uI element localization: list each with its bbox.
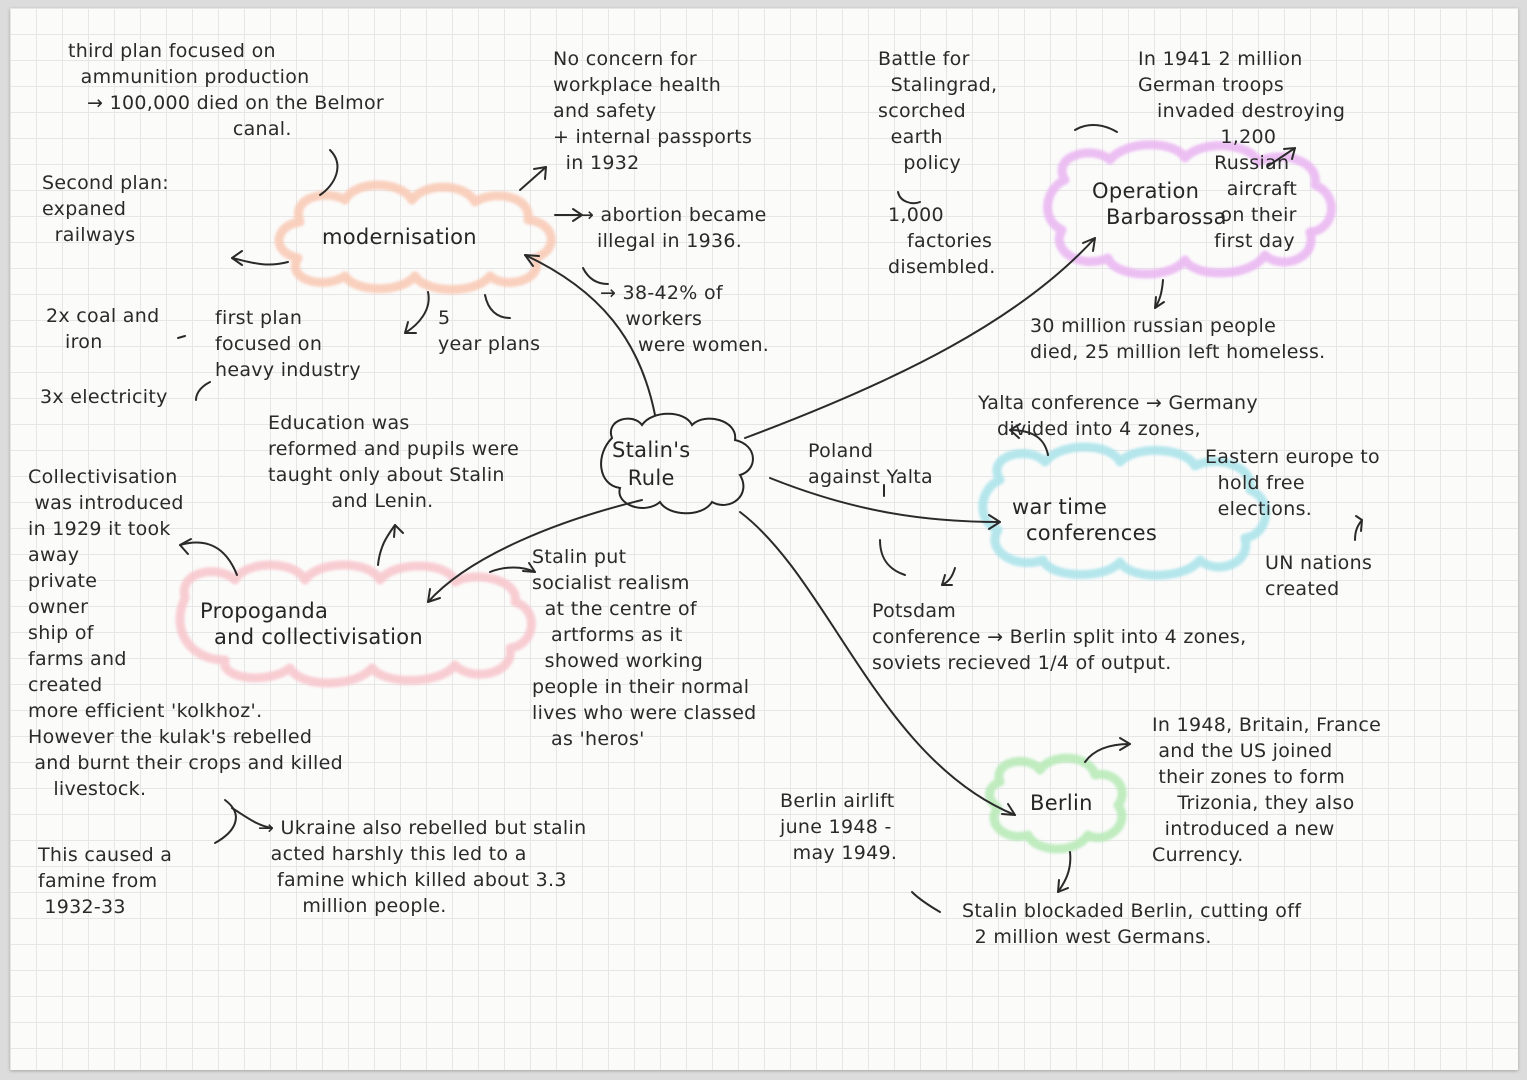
note-potsdam: Potsdam conference → Berlin split into 4…	[872, 600, 1247, 674]
note-abortion: → abortion became illegal in 1936.	[578, 204, 767, 252]
note-education: Education was reformed and pupils were t…	[268, 412, 520, 512]
note-first-plan: first plan focused on heavy industry	[215, 307, 361, 381]
branch-label-barbarossa: Operation Barbarossa	[1092, 179, 1227, 229]
barbarossa-cloud	[1043, 140, 1336, 279]
note-berlin-airlift: Berlin airlift june 1948 - may 1949.	[780, 790, 898, 864]
berlin-cloud	[985, 753, 1127, 854]
note-third-plan: third plan focused on ammunition product…	[68, 40, 384, 140]
note-collectivisation: Collectivisation was introduced in 1929 …	[28, 466, 343, 800]
note-workplace-safety: No concern for workplace health and safe…	[553, 48, 753, 174]
center-cloud	[600, 412, 754, 515]
note-coal-iron: 2x coal and iron	[46, 305, 160, 353]
note-second-plan: Second plan: expaned railways	[42, 172, 169, 246]
note-poland: Poland against Yalta	[808, 440, 933, 488]
note-invasion-1941: In 1941 2 million German troops invaded …	[1138, 48, 1346, 252]
conferences-cloud	[978, 442, 1271, 580]
note-famine-1932: This caused a famine from 1932-33	[38, 844, 173, 918]
note-five-year-plans: 5 year plans	[438, 307, 541, 355]
note-casualties: 30 million russian people died, 25 milli…	[1030, 315, 1326, 363]
note-trizonia: In 1948, Britain, France and the US join…	[1152, 714, 1382, 866]
connector-center-propaganda	[427, 499, 643, 603]
grid-paper-sheet	[10, 8, 1518, 1070]
note-stalingrad: Battle for Stalingrad, scorched earth po…	[878, 48, 998, 174]
branch-label-berlin: Berlin	[1030, 791, 1093, 815]
note-electricity: 3x electricity	[40, 386, 168, 408]
note-yalta: Yalta conference → Germany divided into …	[978, 392, 1258, 440]
note-factories: 1,000 factories disembled.	[888, 204, 996, 278]
note-socialist-realism: Stalin put socialist realism at the cent…	[532, 546, 757, 750]
modernisation-cloud	[274, 180, 556, 294]
connector-center-conferences	[769, 477, 1001, 523]
note-free-elections: Eastern europe to hold free elections.	[1205, 446, 1380, 520]
propaganda-cloud	[175, 560, 536, 688]
note-women-workers: → 38-42% of workers were women.	[600, 282, 770, 356]
branch-label-propaganda: Propoganda and collectivisation	[200, 599, 424, 649]
connector-center-modernisation	[524, 254, 656, 416]
center-label-stalins-rule: Stalin's Rule	[612, 438, 691, 490]
connector-center-berlin	[739, 511, 1016, 816]
connector-center-barbarossa	[744, 237, 1096, 439]
note-blockade: Stalin blockaded Berlin, cutting off 2 m…	[962, 900, 1302, 948]
note-un-created: UN nations created	[1265, 552, 1373, 600]
note-ukraine: → Ukraine also rebelled but stalin acted…	[258, 817, 587, 917]
branch-label-modernisation: modernisation	[322, 225, 477, 249]
branch-label-conferences: war time conferences	[1012, 495, 1158, 545]
